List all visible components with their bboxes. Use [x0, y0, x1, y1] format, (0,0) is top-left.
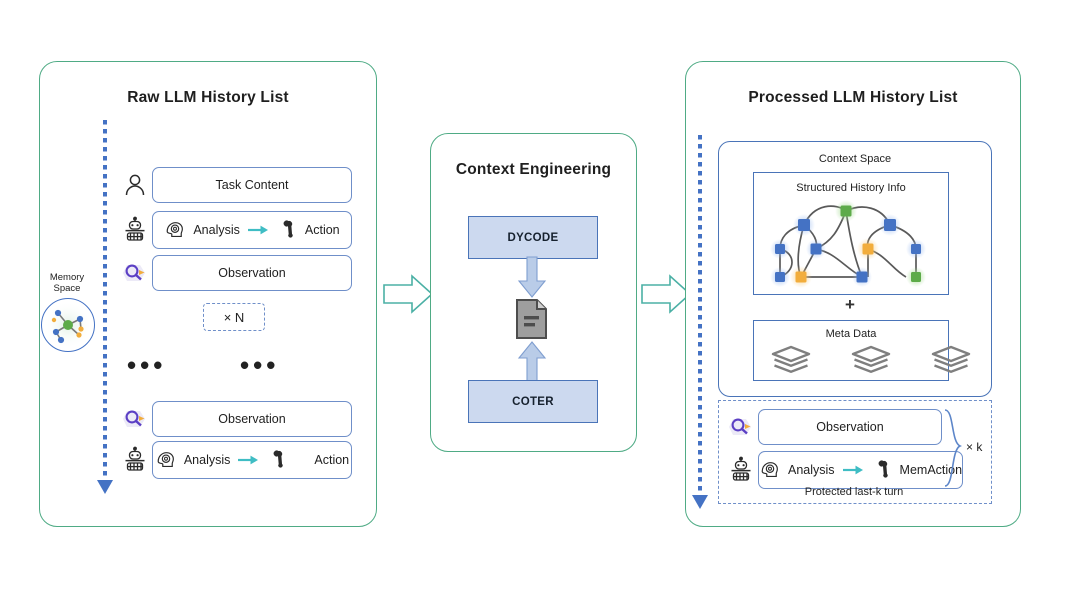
arrow-right-icon	[247, 224, 271, 236]
left-timeline-arrow-icon	[97, 480, 113, 494]
robot-icon	[724, 453, 758, 487]
observation-icon	[724, 410, 758, 444]
memory-space-label-line1: Memory	[49, 272, 85, 283]
message-box[interactable]: Observation	[152, 255, 352, 291]
analysis-label: Analysis	[193, 223, 240, 237]
structured-history-title: Structured History Info	[796, 182, 906, 194]
protected-row-observation[interactable]: Observation	[724, 409, 942, 445]
plus-separator: +	[845, 295, 855, 314]
robot-icon	[118, 443, 152, 477]
arrow-right-icon	[842, 464, 866, 476]
meta-data-icons	[770, 345, 972, 374]
left-panel-title: Raw LLM History List	[127, 89, 289, 106]
layers-icon	[850, 345, 892, 374]
history-row-observation[interactable]: Observation	[118, 255, 352, 291]
meta-data-title: Meta Data	[825, 328, 877, 340]
document-icon	[513, 297, 551, 341]
message-box[interactable]: Task Content	[152, 167, 352, 203]
analysis-label: Analysis	[183, 453, 231, 467]
layers-icon	[770, 345, 812, 374]
history-row-analysis-action[interactable]: Analysis Action	[118, 211, 352, 249]
memory-space-label: Memory Space	[32, 272, 102, 294]
history-row-analysis-action-tail[interactable]: Analysis Action	[118, 441, 352, 479]
user-icon	[118, 168, 152, 202]
message-label: Task Content	[215, 178, 289, 192]
history-row-task-content[interactable]: Task Content	[118, 167, 352, 203]
wrench-icon	[873, 460, 893, 480]
dycode-label: DYCODE	[507, 231, 559, 244]
arrow-left-to-middle	[382, 272, 434, 316]
multiplier-k-label: × k	[966, 440, 983, 454]
observation-icon	[118, 402, 152, 436]
ellipsis-left: •••	[127, 350, 167, 380]
wrench-icon	[278, 220, 298, 240]
coter-box[interactable]: COTER	[468, 380, 598, 423]
right-timeline-dots	[698, 135, 702, 495]
coter-label: COTER	[512, 395, 554, 408]
arrow-up-icon	[514, 340, 550, 384]
context-space-title: Context Space	[818, 153, 892, 165]
repeat-badge-label: × N	[223, 309, 245, 325]
protected-row-analysis-memaction[interactable]: Analysis MemAction	[724, 451, 964, 489]
memory-graph-icon	[41, 298, 95, 352]
message-box[interactable]: Analysis Action	[152, 211, 352, 249]
analysis-label: Analysis	[788, 463, 835, 477]
arrow-right-icon	[237, 454, 261, 466]
repeat-badge: × N	[203, 303, 265, 331]
message-box[interactable]: Analysis Action	[152, 441, 352, 479]
right-timeline-arrow-icon	[692, 495, 708, 509]
analysis-head-gear-icon	[155, 449, 177, 471]
message-box[interactable]: Observation	[758, 409, 942, 445]
left-timeline	[97, 120, 113, 494]
history-row-observation-tail[interactable]: Observation	[118, 401, 352, 437]
ellipsis-right: •••	[240, 350, 280, 380]
arrow-middle-to-right	[640, 272, 692, 316]
protected-caption: Protected last-k turn	[804, 486, 904, 498]
knowledge-graph-icon	[758, 195, 942, 291]
action-label: Action	[314, 453, 350, 467]
middle-panel-title: Context Engineering	[455, 161, 612, 178]
action-label: Action	[304, 223, 340, 237]
message-box[interactable]: Observation	[152, 401, 352, 437]
memaction-label: MemAction	[899, 463, 963, 477]
wrench-icon	[268, 450, 288, 470]
observation-icon	[118, 256, 152, 290]
analysis-head-gear-icon	[759, 459, 781, 481]
message-label: Observation	[218, 266, 286, 280]
brace-icon	[943, 408, 965, 488]
message-label: Observation	[218, 412, 286, 426]
message-box[interactable]: Analysis MemAction	[758, 451, 964, 489]
arrow-down-icon	[514, 256, 550, 299]
analysis-head-gear-icon	[164, 219, 186, 241]
message-label: Observation	[816, 420, 884, 434]
left-timeline-dots	[103, 120, 107, 480]
memory-space-label-line2: Space	[53, 283, 81, 294]
layers-icon	[930, 345, 972, 374]
dycode-box[interactable]: DYCODE	[468, 216, 598, 259]
right-timeline	[692, 135, 708, 509]
right-panel-title: Processed LLM History List	[748, 89, 958, 106]
robot-icon	[118, 213, 152, 247]
